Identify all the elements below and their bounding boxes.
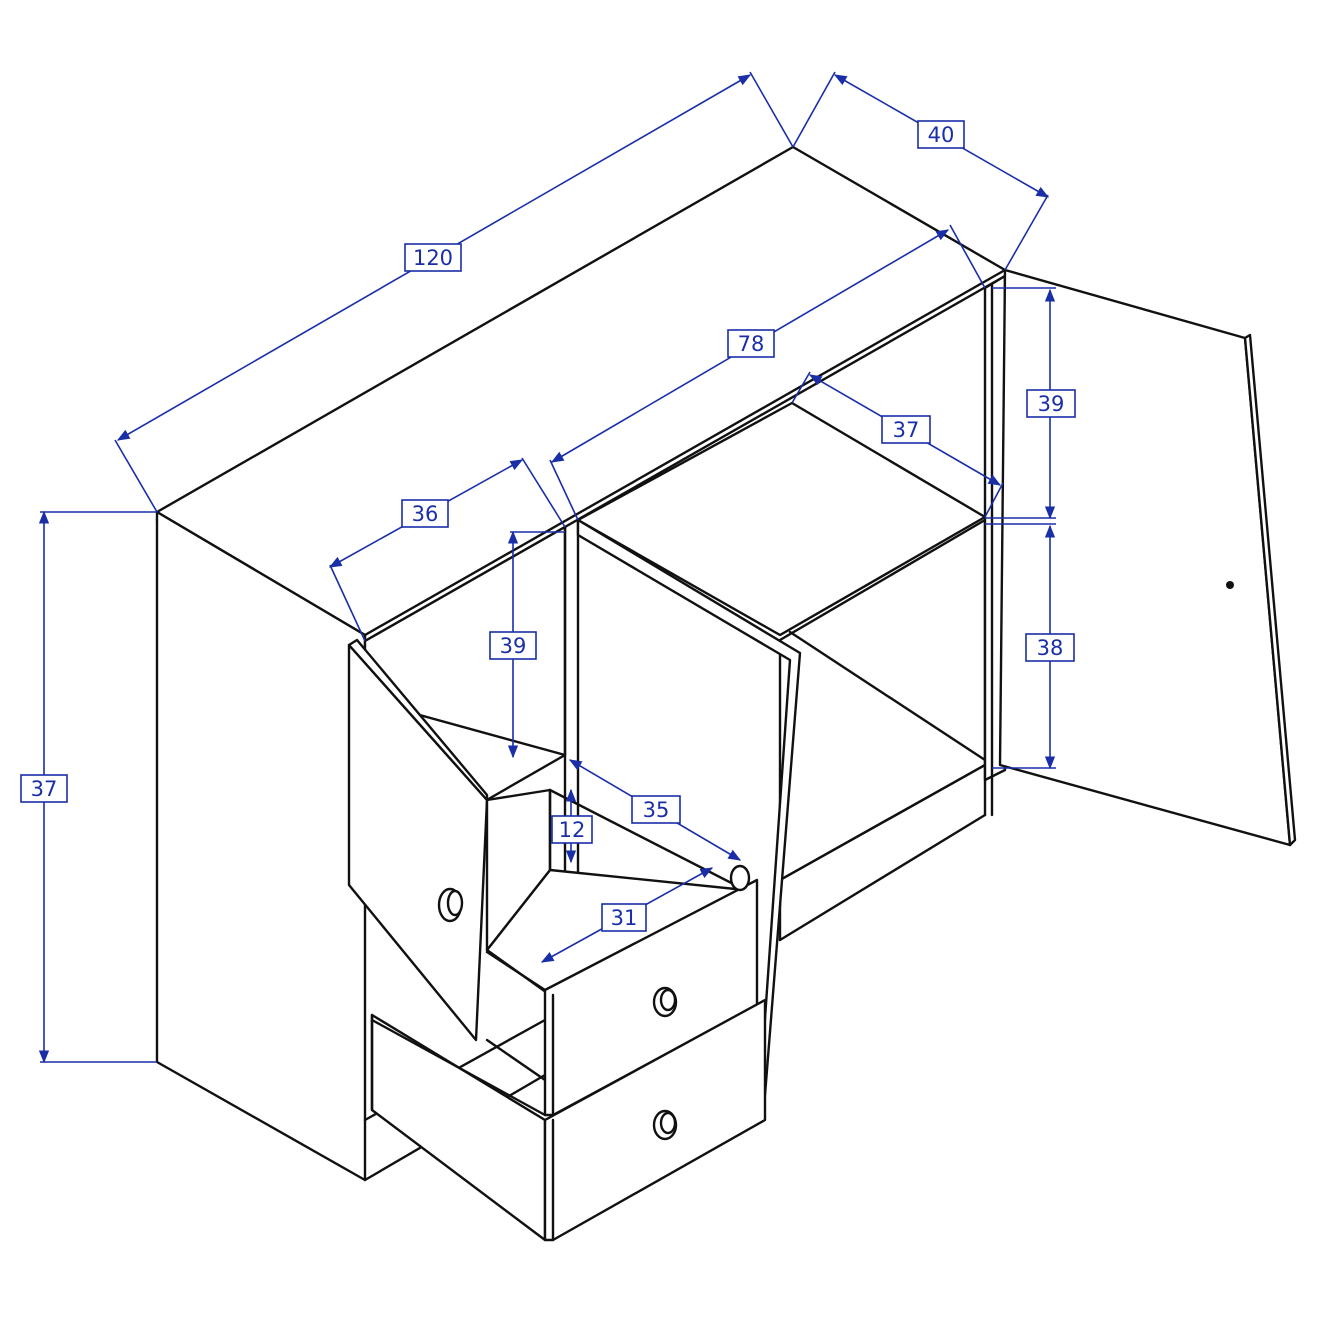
dim-label-39-right: 39 [1026,389,1076,418]
dim-label-31: 31 [601,903,647,932]
lower-drawer-knob-inner [659,1111,677,1135]
dim-label-37-shelf: 37 [881,415,931,444]
upper-drawer-side-low [485,1038,547,1082]
upper-drawer-knob-inner [659,988,677,1012]
dim-ext [791,371,811,404]
dim-text-left-height: 39 [500,634,527,658]
right-bottom [778,763,987,882]
dim-label-35: 35 [631,795,681,824]
drawer-back-knob [729,864,751,892]
dim-text-upper-height: 39 [1038,392,1065,416]
dim-label-36: 36 [401,499,449,528]
dim-label-37-height: 37 [20,774,68,803]
dim-ext [749,71,794,148]
dim-text-total-height: 37 [31,777,58,801]
left-door [347,638,489,1042]
right-door-knob [1226,581,1234,589]
dim-text-drawer-width: 35 [643,798,670,822]
dim-label-40: 40 [917,120,965,149]
dim-label-120: 120 [404,243,462,272]
lower-drawer [370,998,767,1242]
lower-drawer-side [370,1013,547,1242]
dim-label-78: 78 [727,329,775,358]
left-door-knob-inner [446,889,464,917]
dimension-labels: 120 40 78 36 39 37 37 39 [20,120,1076,932]
dim-text-drawer-height: 12 [559,818,586,842]
upper-drawer-side-bottom [485,950,547,992]
lower-drawer-top-edge [370,1018,547,1117]
left-door-edge [347,638,489,802]
dim-ext [1004,194,1049,271]
dim-ext [792,71,836,148]
dim-label-39-left: 39 [489,631,537,660]
dim-ext [114,439,158,513]
dim-text-total-width: 120 [413,246,453,270]
dim-ext [549,459,579,521]
dim-ext [949,224,986,289]
dim-ext [984,482,1004,518]
dim-text-inner-width: 78 [738,332,765,356]
dim-text-lower-height: 38 [1037,636,1064,660]
right-door [998,268,1297,847]
dim-text-left-door: 36 [412,502,439,526]
right-door-thickness [1243,333,1297,847]
dim-ext [521,457,566,528]
dim-ext [329,564,366,642]
dim-label-12: 12 [551,815,593,844]
dim-text-depth: 40 [928,123,955,147]
right-shelf [788,630,987,762]
dim-text-drawer-depth: 31 [611,906,638,930]
dim-label-38-right: 38 [1025,633,1075,662]
right-plinth-bottom [778,813,987,942]
dim-text-shelf-depth: 37 [893,418,920,442]
